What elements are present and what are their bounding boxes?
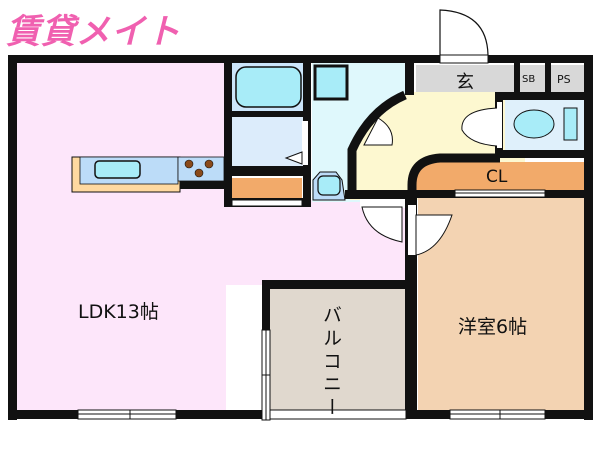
entrance (416, 65, 516, 92)
cabinet (232, 178, 302, 198)
balcony (270, 288, 408, 412)
sb-label: SB (522, 74, 536, 85)
closet-label: CL (486, 167, 508, 187)
western-room (418, 198, 584, 412)
ps-label: PS (557, 73, 571, 86)
ldk-label: LDK13帖 (78, 301, 159, 323)
balcony-label: バルコニー (320, 305, 342, 420)
ldk-area (16, 62, 226, 412)
closet (416, 162, 584, 190)
brand-logo: 賃貸メイト (6, 12, 181, 52)
entrance-label: 玄 (456, 72, 474, 93)
western-room-label: 洋室6帖 (458, 316, 528, 338)
